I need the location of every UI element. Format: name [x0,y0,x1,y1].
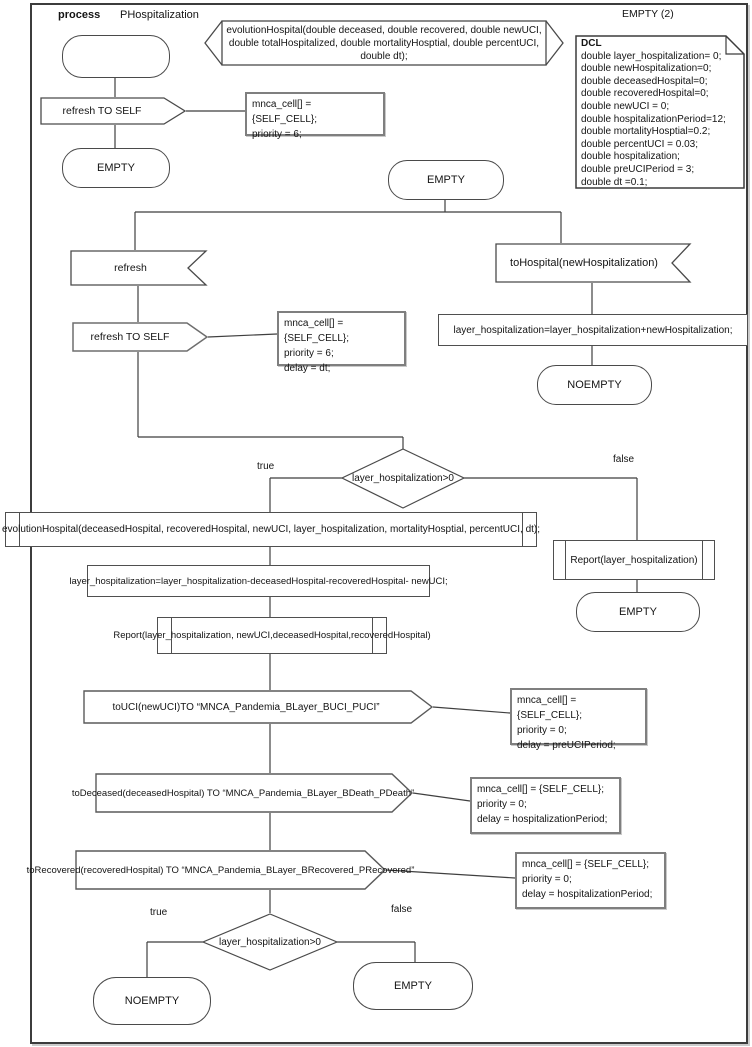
procedure-text: Report(layer_hospitalization, newUCI,dec… [113,630,431,641]
receive-signal-shape [70,250,208,286]
comment-line: priority = 0; [517,725,567,736]
send-signal-shape [40,97,187,125]
state-empty-1[interactable]: EMPTY [62,148,170,188]
decision-condition: layer_hospitalization>0 [218,936,321,948]
dcl-line: double newHospitalization=0; [581,63,712,75]
dcl-line: double deceasedHospital=0; [581,75,708,87]
procedure-side-bar [565,541,566,579]
send-signal-shape [75,850,387,890]
task-text: layer_hospitalization=layer_hospitalizat… [69,575,448,587]
decision-layer-gt0-2[interactable]: layer_hospitalization>0 [201,913,339,971]
state-noempty-1[interactable]: NOEMPTY [537,365,652,405]
receive-refresh[interactable]: refresh [70,250,208,286]
send-todeceased[interactable]: toDeceased(deceasedHospital) TO “MNCA_Pa… [71,773,415,813]
procedure-call-report-layer[interactable]: Report(layer_hospitalization) [553,540,715,580]
state-empty-bottom[interactable]: EMPTY [353,962,473,1010]
comment-line: mnca_cell[] = {SELF_CELL}; [252,99,318,125]
comment-line: delay = preUCIPeriod; [517,740,616,751]
send-label: toUCI(newUCI)TO “MNCA_Pandemia_BLayer_BU… [112,701,380,713]
procedure-text: evolutionHospital(deceasedHospital, reco… [1,524,541,535]
receive-tohospital[interactable]: toHospital(newHospitalization) [495,243,692,283]
procedure-call-report-full[interactable]: Report(layer_hospitalization, newUCI,dec… [113,617,431,654]
dcl-line: double hospitalization; [581,151,680,163]
state-ref-label: EMPTY (2) [622,8,674,20]
process-keyword: process [58,9,101,21]
comment-line: mnca_cell[] = {SELF_CELL}; [522,859,650,870]
send-label: refresh TO SELF [62,105,142,117]
send-refresh-self-1[interactable]: refresh TO SELF [40,97,187,125]
procedure-side-bar [372,618,373,653]
procedure-text: Report(layer_hospitalization) [570,554,698,566]
procedure-declaration-text: evolutionHospital(double deceased, doubl… [226,24,542,62]
comment-line: delay = hospitalizationPeriod; [522,889,653,900]
comment-line: delay = dt; [284,363,331,374]
label-false-1: false [613,454,635,465]
label-false-2: false [391,904,413,915]
task-add-hospitalization[interactable]: layer_hospitalization=layer_hospitalizat… [438,314,748,346]
send-torecovered[interactable]: toRecovered(recoveredHospital) TO “MNCA_… [26,850,415,890]
decision-diamond-shape [340,448,466,509]
label-true-2: true [150,907,168,918]
procedure-side-bar [171,618,172,653]
state-empty-false[interactable]: EMPTY [576,592,700,632]
send-label: refresh TO SELF [90,331,170,343]
procedure-side-bar [702,541,703,579]
dcl-line: double preUCIPeriod = 3; [581,163,695,175]
comment-line: mnca_cell[] = {SELF_CELL}; [517,695,583,721]
comment-todeceased[interactable]: mnca_cell[] = {SELF_CELL}; priority = 0;… [470,777,621,834]
start-state[interactable] [62,35,170,78]
dcl-line: double hospitalizationPeriod=12; [581,113,726,125]
task-text: layer_hospitalization=layer_hospitalizat… [453,324,733,336]
dcl-line: double recoveredHospital=0; [581,88,709,100]
dcl-note[interactable]: DCL double layer_hospitalization= 0; dou… [575,35,746,189]
receive-label: toHospital(newHospitalization) [510,257,658,269]
dcl-line: double percentUCI = 0.03; [581,138,699,150]
comment-line: priority = 6; [284,348,334,359]
decision-condition: layer_hospitalization>0 [351,473,454,484]
comment-torecovered[interactable]: mnca_cell[] = {SELF_CELL}; priority = 0;… [515,852,666,909]
send-touci[interactable]: toUCI(newUCI)TO “MNCA_Pandemia_BLayer_BU… [83,690,434,724]
send-label: toRecovered(recoveredHospital) TO “MNCA_… [26,864,415,876]
procedure-call-evolution[interactable]: evolutionHospital(deceasedHospital, reco… [1,512,541,547]
banner-shape [204,20,564,66]
receive-signal-shape [495,243,692,283]
dcl-line: double newUCI = 0; [581,100,670,112]
send-refresh-self-2[interactable]: refresh TO SELF [72,322,209,352]
procedure-side-bar [19,513,20,546]
decision-layer-gt0-1[interactable]: layer_hospitalization>0 [340,448,466,509]
dcl-line: DCL [581,38,602,49]
dcl-line: double dt =0.1; [581,176,648,188]
label-true-1: true [257,461,275,472]
comment-line: priority = 0; [522,874,572,885]
procedure-side-bar [522,513,523,546]
dcl-line: double layer_hospitalization= 0; [581,50,722,62]
state-empty-main[interactable]: EMPTY [388,160,504,200]
comment-line: mnca_cell[] = {SELF_CELL}; [284,318,350,344]
send-signal-shape [83,690,434,724]
send-signal-shape [72,322,209,352]
decision-diamond-shape [201,913,339,971]
comment-touci[interactable]: mnca_cell[] = {SELF_CELL}; priority = 0;… [510,688,647,751]
dcl-text: DCL double layer_hospitalization= 0; dou… [581,38,726,189]
comment-line: priority = 0; [477,799,527,810]
send-signal-shape [95,773,414,813]
comment-mnca-1[interactable]: mnca_cell[] = {SELF_CELL}; priority = 6; [245,92,385,140]
comment-line: mnca_cell[] = {SELF_CELL}; [477,784,605,795]
send-label: toDeceased(deceasedHospital) TO “MNCA_Pa… [71,787,415,799]
procedure-declaration-banner[interactable]: evolutionHospital(double deceased, doubl… [204,20,564,66]
state-noempty-2[interactable]: NOEMPTY [93,977,211,1025]
receive-label: refresh [114,262,147,274]
process-name: PHospitalization [120,9,199,21]
note-shape [575,35,745,189]
dcl-line: double mortalityHosptial=0.2; [581,126,711,138]
task-update-layer[interactable]: layer_hospitalization=layer_hospitalizat… [69,565,448,597]
comment-line: delay = hospitalizationPeriod; [477,814,608,825]
comment-mnca-2[interactable]: mnca_cell[] = {SELF_CELL}; priority = 6;… [277,311,406,374]
comment-line: priority = 6; [252,129,302,140]
